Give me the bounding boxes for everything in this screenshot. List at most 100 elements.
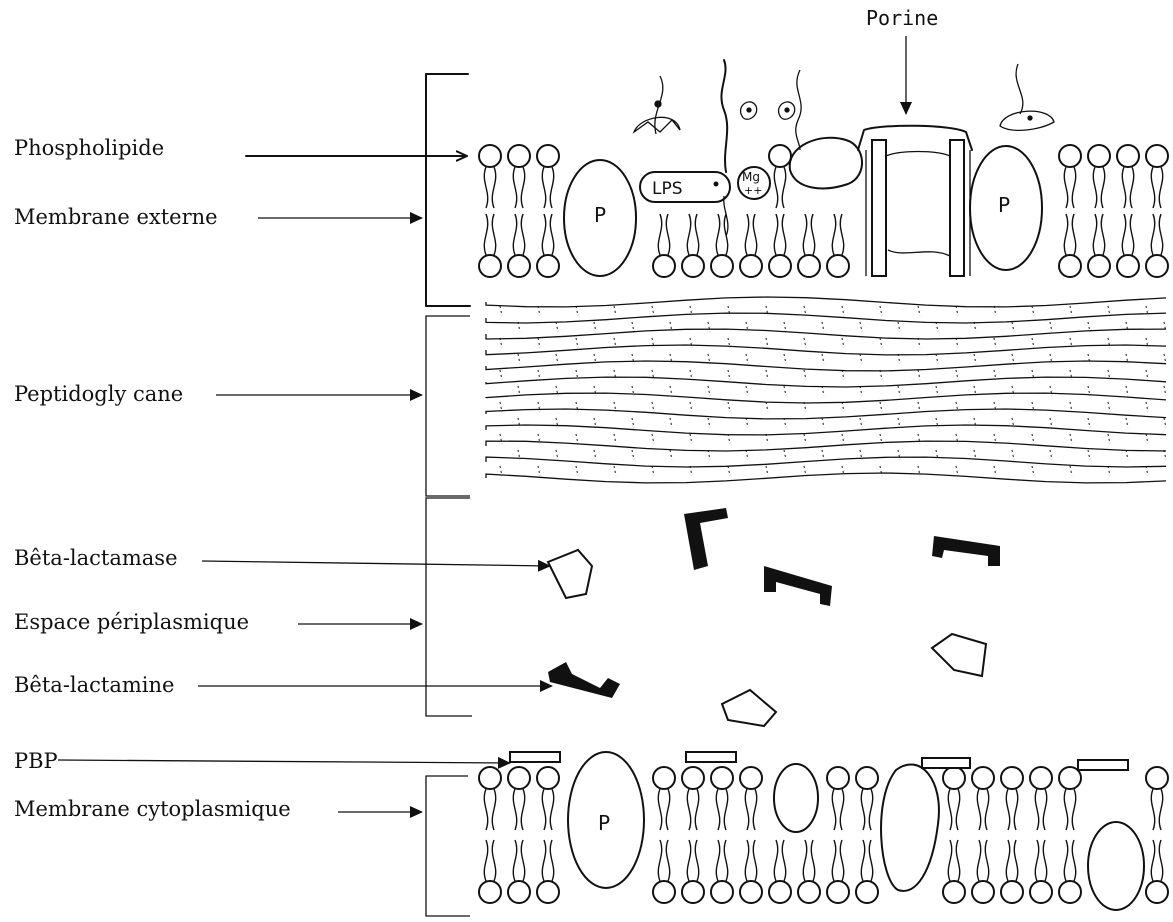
phospholipid-head <box>740 214 762 277</box>
peptide-crosslink <box>708 450 710 460</box>
svg-text:Mg: Mg <box>742 170 760 184</box>
phospholipid-head <box>1146 767 1168 830</box>
beta-lactamine-2 <box>764 566 832 606</box>
peptide-crosslink <box>936 322 938 332</box>
peptide-crosslink <box>728 402 730 412</box>
pbp-4 <box>1078 760 1128 770</box>
phospholipid-head <box>972 840 994 903</box>
peptide-crosslink <box>1146 466 1148 476</box>
outer-lipoprotein-blob <box>790 138 862 189</box>
peptide-crosslink <box>784 418 786 428</box>
phospholipid-head <box>1146 214 1168 277</box>
beta-lactamine-4 <box>548 662 620 698</box>
arrow-beta-lactamase <box>202 561 550 566</box>
phospholipid-head <box>856 840 878 903</box>
glycan-strand <box>486 441 1166 451</box>
peptide-crosslink <box>690 402 692 412</box>
beta-lactamine-3 <box>932 536 1000 566</box>
peptide-crosslink <box>690 338 692 348</box>
peptide-crosslink <box>614 434 616 444</box>
peptide-crosslink <box>822 450 824 460</box>
peptide-crosslink <box>538 466 540 476</box>
glycan-strand <box>486 313 1166 323</box>
peptide-crosslink <box>1108 434 1110 444</box>
peptide-crosslink <box>956 370 958 380</box>
phospholipid-head <box>479 145 501 208</box>
peptide-crosslink <box>898 386 900 396</box>
peptide-crosslink <box>842 338 844 348</box>
peptide-crosslink <box>1070 370 1072 380</box>
peptide-crosslink <box>936 386 938 396</box>
peptide-crosslink <box>1088 354 1090 364</box>
phospholipid-head <box>1059 840 1081 903</box>
peptide-crosslink <box>1146 434 1148 444</box>
peptide-crosslink <box>670 450 672 460</box>
peptide-crosslink <box>1032 306 1034 316</box>
phospholipid-head <box>653 840 675 903</box>
peptide-crosslink <box>576 434 578 444</box>
peptide-crosslink <box>898 418 900 428</box>
peptide-crosslink <box>860 322 862 332</box>
peptide-crosslink <box>784 386 786 396</box>
peptide-crosslink <box>500 370 502 380</box>
phospholipid-head <box>1088 145 1110 208</box>
svg-text:++: ++ <box>744 184 762 197</box>
peptide-crosslink <box>918 306 920 316</box>
glycan-strand <box>486 409 1166 419</box>
peptide-crosslink <box>632 322 634 332</box>
peptide-crosslink <box>576 306 578 316</box>
phospholipid-head <box>682 214 704 277</box>
peptide-crosslink <box>1126 322 1128 332</box>
phospholipid-head <box>479 840 501 903</box>
peptide-crosslink <box>538 306 540 316</box>
peptide-crosslink <box>822 418 824 428</box>
pbp-3 <box>922 758 970 768</box>
peptide-crosslink <box>500 434 502 444</box>
arrow-pbp <box>58 760 510 763</box>
glycan-strand <box>486 457 1166 467</box>
peptide-crosslink <box>690 434 692 444</box>
peptide-crosslink <box>652 306 654 316</box>
peptide-crosslink <box>518 386 520 396</box>
peptide-crosslink <box>1050 322 1052 332</box>
peptide-crosslink <box>728 434 730 444</box>
peptide-crosslink <box>614 370 616 380</box>
peptide-crosslink <box>556 386 558 396</box>
peptide-crosslink <box>880 306 882 316</box>
glycan-strand <box>486 425 1166 435</box>
svg-text:LPS: LPS <box>652 179 683 199</box>
peptide-crosslink <box>1088 418 1090 428</box>
peptide-crosslink <box>804 338 806 348</box>
peptide-crosslink <box>1146 306 1148 316</box>
peptide-crosslink <box>1050 354 1052 364</box>
phospholipid-head <box>479 767 501 830</box>
cytoplasmic-protein-right <box>1088 822 1144 910</box>
porin-channel <box>858 126 972 276</box>
peptide-crosslink <box>746 386 748 396</box>
peptide-crosslink <box>1032 370 1034 380</box>
svg-text:P: P <box>598 811 610 835</box>
peptide-crosslink <box>822 386 824 396</box>
phospholipid-head <box>827 840 849 903</box>
bracket-membrane-cytoplasmique <box>426 776 470 916</box>
phospholipid-head <box>1088 214 1110 277</box>
phospholipid-head <box>798 840 820 903</box>
peptide-crosslink <box>994 338 996 348</box>
peptide-crosslink <box>1070 306 1072 316</box>
phospholipid-head <box>1059 145 1081 208</box>
peptide-crosslink <box>1146 338 1148 348</box>
phospholipid-head <box>711 767 733 830</box>
phospholipid-head <box>1117 145 1139 208</box>
beta-lactamase-2 <box>932 634 986 676</box>
peptide-crosslink <box>728 466 730 476</box>
peptide-crosslink <box>898 322 900 332</box>
phospholipid-head <box>508 214 530 277</box>
peptide-crosslink <box>708 386 710 396</box>
phospholipid-head <box>537 767 559 830</box>
phospholipid-head <box>798 214 820 277</box>
pbp-2 <box>686 752 736 762</box>
peptide-crosslink <box>632 450 634 460</box>
phospholipid-head <box>972 767 994 830</box>
peptide-crosslink <box>956 306 958 316</box>
peptide-crosslink <box>936 354 938 364</box>
